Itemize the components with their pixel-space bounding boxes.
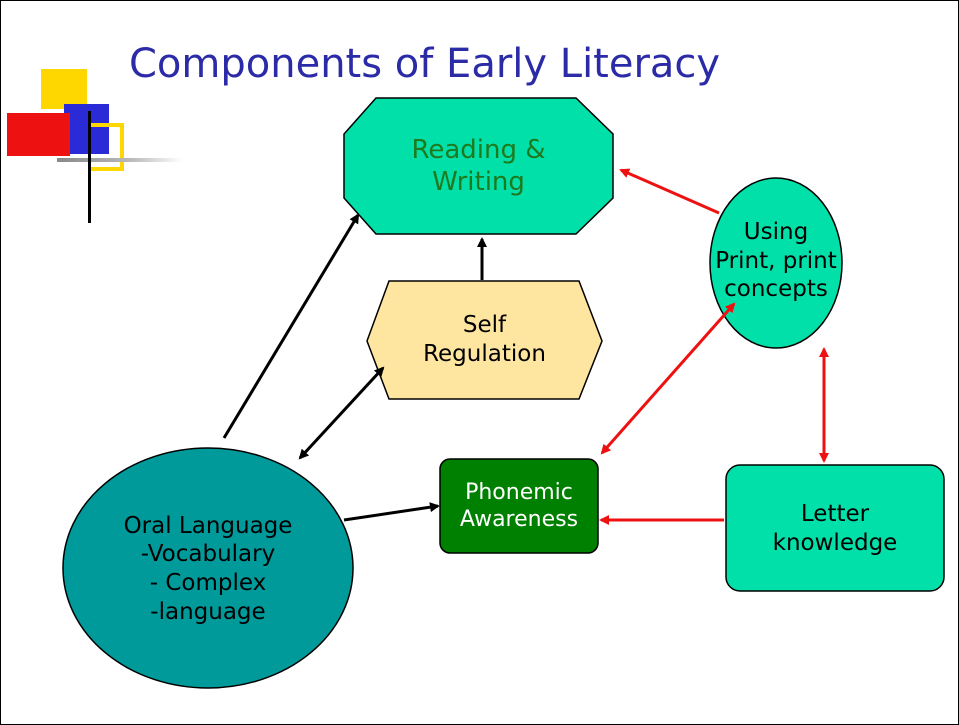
reading-writing-line-2: Writing bbox=[432, 167, 525, 197]
decor-yellow-square bbox=[41, 69, 87, 109]
phonemic-awareness-line-1: Phonemic bbox=[465, 479, 573, 505]
reading-writing-label: Reading & Writing bbox=[344, 121, 613, 211]
oral-language-line-4: -language bbox=[150, 598, 266, 625]
arrow-oral-to-reading bbox=[222, 213, 360, 439]
decor-red-square bbox=[7, 113, 70, 156]
self-regulation-label: Self Regulation bbox=[367, 299, 602, 381]
self-regulation-hexagon bbox=[366, 280, 603, 400]
letter-knowledge-line-1: Letter bbox=[800, 501, 870, 528]
decor-horizontal-line bbox=[57, 158, 182, 162]
letter-knowledge-label: Letter knowledge bbox=[726, 489, 944, 569]
arrow-oral-to-phonemic bbox=[343, 502, 440, 522]
oral-language-line-2: -Vocabulary bbox=[140, 541, 276, 568]
phonemic-awareness-line-2: Awareness bbox=[459, 507, 579, 532]
using-print-line-2: Print, print bbox=[715, 247, 837, 274]
using-print-line-1: Using bbox=[743, 218, 809, 245]
using-print-label: Using Print, print concepts bbox=[710, 201, 842, 321]
arrow-oral-self-bidirectional bbox=[298, 366, 385, 460]
decor-yellow-outline-square bbox=[90, 123, 124, 171]
arrow-print-to-reading bbox=[619, 168, 720, 215]
slide-title: Components of Early Literacy bbox=[129, 41, 721, 87]
oral-language-line-3: - Complex bbox=[149, 570, 267, 596]
phonemic-awareness-label: Phonemic Awareness bbox=[440, 466, 598, 546]
reading-writing-line-1: Reading & bbox=[411, 134, 546, 165]
using-print-ellipse bbox=[709, 177, 843, 349]
self-regulation-line-1: Self bbox=[462, 312, 507, 339]
oral-language-ellipse bbox=[62, 447, 354, 689]
decor-blue-square bbox=[64, 104, 109, 154]
decor-vertical-line bbox=[88, 111, 91, 223]
self-regulation-line-2: Regulation bbox=[423, 341, 546, 367]
arrow-phonemic-print-bidirectional bbox=[600, 302, 736, 455]
using-print-line-3: concepts bbox=[724, 276, 828, 303]
oral-language-line-1: Oral Language bbox=[123, 512, 293, 539]
oral-language-label: Oral Language -Vocabulary - Complex -lan… bbox=[63, 489, 353, 649]
letter-knowledge-line-2: knowledge bbox=[772, 530, 898, 556]
phonemic-awareness-box bbox=[439, 458, 599, 554]
letter-knowledge-box bbox=[725, 464, 945, 592]
reading-writing-octagon bbox=[343, 97, 614, 235]
